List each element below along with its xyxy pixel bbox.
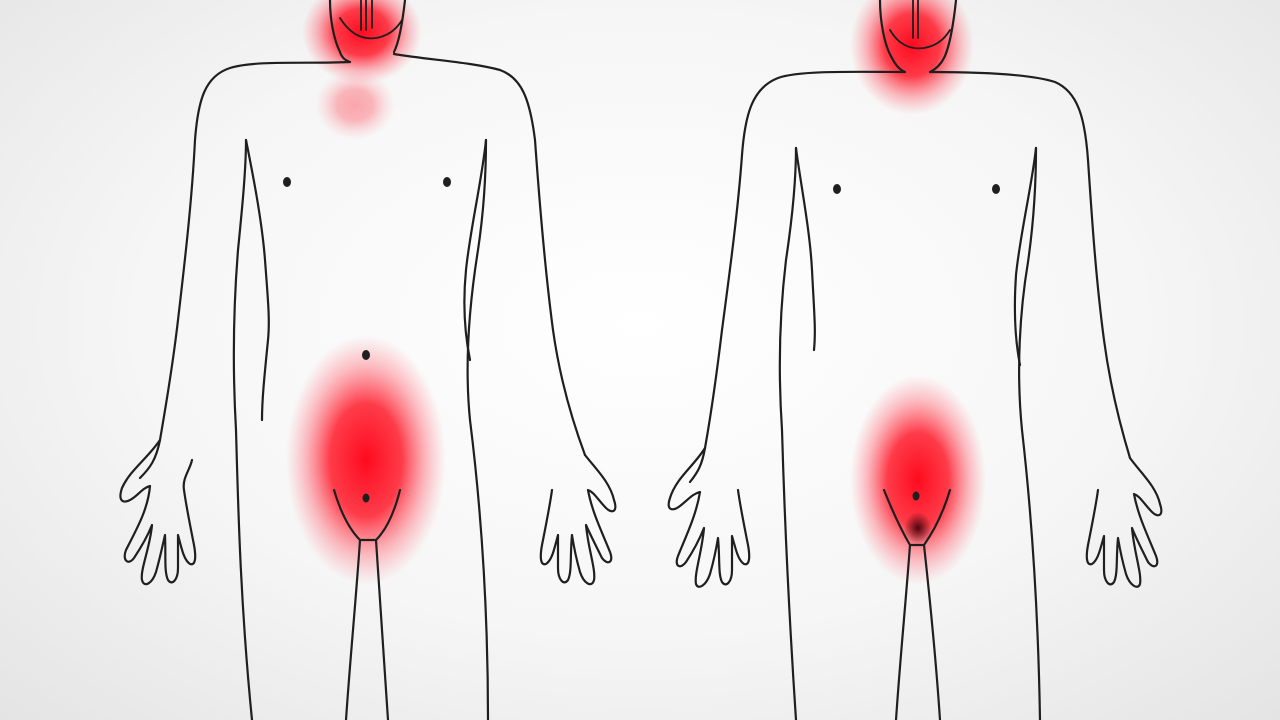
right-throat-highlight [850,0,974,115]
right-nipple-l [833,184,841,194]
left-nipple-l [283,177,291,187]
left-chest-faint-highlight [315,70,395,140]
left-navel [362,350,370,360]
right-groin-dot [912,491,920,501]
right-nipple-r [992,184,1000,194]
left-groin-dot [362,493,370,503]
right-groin-highlight [850,375,986,585]
left-groin-highlight [286,335,446,585]
left-figure [119,0,617,720]
right-figure [667,0,1163,720]
left-nipple-r [443,177,451,187]
right-groin-core [904,512,932,544]
